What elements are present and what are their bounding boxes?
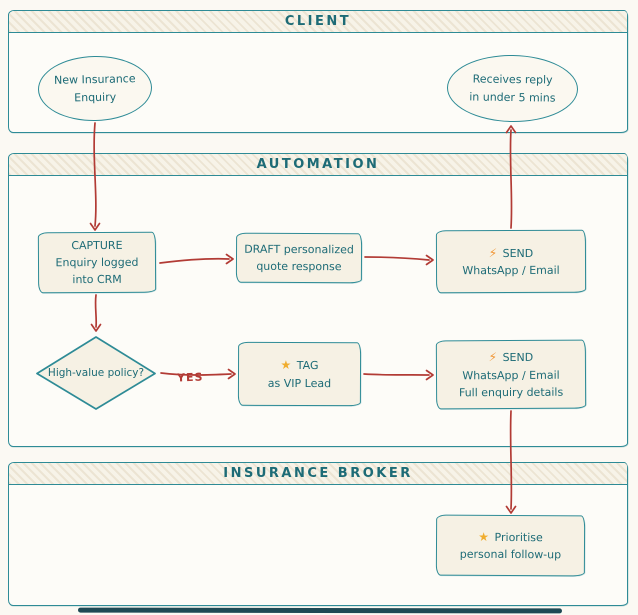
bottom-edge-line <box>77 607 563 614</box>
node-capture-enquiry: CAPTURE Enquiry logged into CRM <box>37 231 157 294</box>
node-text: Receives reply in under 5 mins <box>469 72 556 105</box>
node-text: ★ TAG as VIP Lead <box>265 356 334 392</box>
lane-automation-header: AUTOMATION <box>9 154 627 176</box>
lane-insurance-broker: INSURANCE BROKER <box>8 462 628 606</box>
node-prioritise-follow-up: ★ Prioritise personal follow-up <box>435 514 586 577</box>
lane-client-header: CLIENT <box>9 11 627 33</box>
lane-insurance-broker-header: INSURANCE BROKER <box>9 463 627 485</box>
node-text: New Insurance Enquiry <box>53 72 136 104</box>
node-text: CAPTURE Enquiry logged into CRM <box>55 238 139 287</box>
node-label: Prioritise personal follow-up <box>459 530 562 562</box>
node-draft-quote-response: DRAFT personalized quote response <box>235 232 363 284</box>
node-text: ⚡ SEND WhatsApp / Email <box>459 243 562 279</box>
lane-insurance-broker-title: INSURANCE BROKER <box>223 466 413 481</box>
lightning-bolt-icon: ⚡ <box>488 350 498 365</box>
node-high-value-policy-decision: High-value policy? <box>34 334 158 412</box>
lane-automation-title: AUTOMATION <box>256 157 380 172</box>
node-send-full-enquiry-details: ⚡ SEND WhatsApp / Email Full enquiry det… <box>435 339 587 410</box>
node-text: High-value policy? <box>47 366 145 379</box>
lightning-bolt-icon: ⚡ <box>488 245 498 260</box>
diamond-shape <box>36 336 156 410</box>
star-icon: ★ <box>280 358 292 373</box>
edge-label-yes: YES <box>176 370 204 385</box>
node-label: TAG as VIP Lead <box>267 359 332 390</box>
node-text: ⚡ SEND WhatsApp / Email Full enquiry det… <box>456 348 567 401</box>
node-tag-vip-lead: ★ TAG as VIP Lead <box>237 341 362 407</box>
node-label: SEND WhatsApp / Email <box>462 246 560 278</box>
node-label: SEND WhatsApp / Email Full enquiry detai… <box>458 351 564 400</box>
node-text: DRAFT personalized quote response <box>244 242 354 274</box>
lane-client-title: CLIENT <box>284 14 352 29</box>
node-text: ★ Prioritise personal follow-up <box>457 527 565 563</box>
node-send-whatsapp-email: ⚡ SEND WhatsApp / Email <box>435 229 587 294</box>
star-icon: ★ <box>478 529 490 544</box>
